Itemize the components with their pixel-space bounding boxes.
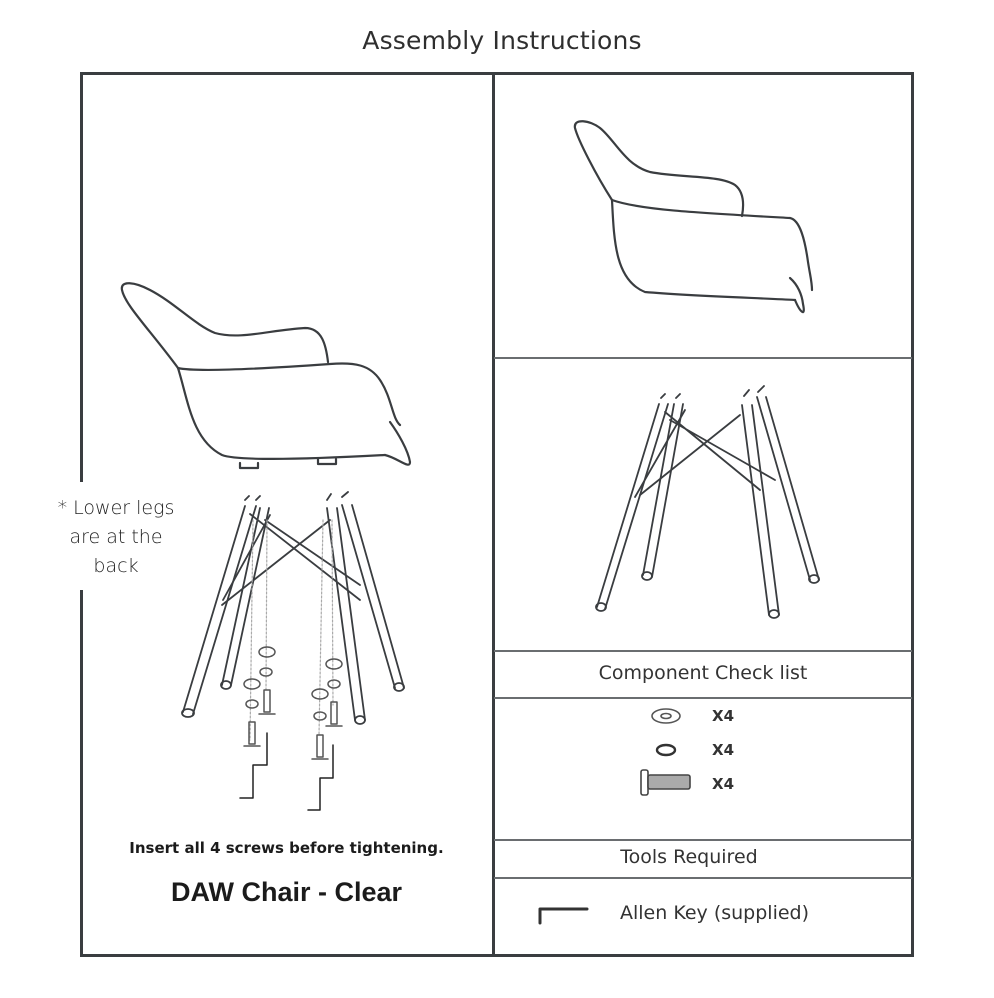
spring-washer-quantity: X4 — [712, 741, 735, 759]
frame-left-border-bottom — [80, 590, 83, 957]
spring-washer-icon — [655, 743, 677, 757]
washer-icon — [651, 708, 681, 724]
frame-bottom-border — [80, 954, 914, 957]
screw-quantity: X4 — [712, 775, 735, 793]
screw-icon — [640, 769, 691, 796]
chair-shell-exploded-icon — [120, 282, 412, 470]
allen-key-icon — [538, 907, 589, 925]
allen-key-label: Allen Key (supplied) — [620, 902, 810, 924]
row-divider-3 — [494, 697, 912, 699]
tools-required-heading: Tools Required — [620, 846, 758, 868]
chair-shell-icon — [573, 120, 814, 314]
row-divider-5 — [494, 877, 912, 879]
component-checklist-heading: Component Check list — [598, 662, 808, 684]
hardware-exploded-icon — [239, 646, 343, 811]
row-divider-4 — [494, 839, 912, 841]
note-line: are at the — [69, 526, 163, 548]
chair-base-icon — [595, 385, 820, 619]
frame-right-border — [911, 72, 914, 957]
page-title: Assembly Instructions — [362, 26, 642, 55]
frame-center-divider — [492, 72, 495, 957]
assembly-instruction: Insert all 4 screws before tightening. — [129, 839, 444, 857]
product-name: DAW Chair - Clear — [170, 877, 403, 907]
note-line: back — [93, 555, 139, 577]
lower-legs-note: * Lower legs are at the back — [48, 494, 184, 581]
row-divider-2 — [494, 650, 912, 652]
frame-top-border — [80, 72, 914, 75]
frame-left-border-top — [80, 72, 83, 482]
chair-base-exploded-icon — [181, 491, 405, 725]
alignment-guides — [249, 519, 334, 741]
note-line: * Lower legs — [57, 497, 175, 519]
row-divider-1 — [494, 357, 912, 359]
washer-quantity: X4 — [712, 707, 735, 725]
